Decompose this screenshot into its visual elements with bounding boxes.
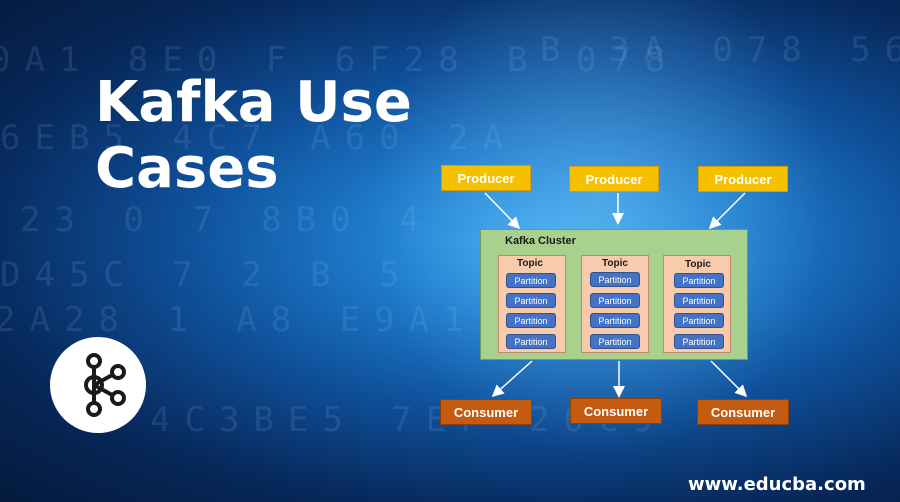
producer-box-2: Producer	[569, 166, 659, 192]
website-url: www.educba.com	[688, 474, 866, 495]
partition-3-3: Partition	[674, 313, 724, 328]
partition-3-4: Partition	[674, 334, 724, 349]
partition-3-2: Partition	[674, 293, 724, 308]
topic-label-2: Topic	[602, 258, 628, 269]
partition-1-4: Partition	[506, 334, 556, 349]
partition-2-4: Partition	[590, 334, 640, 349]
consumer-box-1: Consumer	[440, 399, 532, 425]
arrow-consumer-1	[491, 360, 533, 398]
consumer-box-2: Consumer	[570, 398, 662, 424]
arrow-producer-3	[708, 192, 746, 230]
consumer-box-3: Consumer	[697, 399, 789, 425]
arrow-producer-1	[484, 192, 521, 230]
topic-label-1: Topic	[517, 258, 543, 269]
partition-1-2: Partition	[506, 293, 556, 308]
partition-2-1: Partition	[590, 272, 640, 287]
partition-1-3: Partition	[506, 313, 556, 328]
title-line-2: Cases	[95, 136, 279, 201]
topic-label-3: Topic	[685, 259, 711, 270]
partition-2-3: Partition	[590, 313, 640, 328]
partition-2-2: Partition	[590, 293, 640, 308]
kafka-logo-graphic	[84, 353, 126, 417]
arrow-consumer-3	[710, 360, 748, 398]
background-code-decoration: 2A28 1 A8 E9A12	[0, 300, 513, 340]
partition-3-1: Partition	[674, 273, 724, 288]
page-title: Kafka Use Cases	[95, 70, 412, 202]
background-code-decoration: D45C 7 2 B 5	[0, 255, 414, 295]
title-line-1: Kafka Use	[95, 70, 412, 135]
partition-1-1: Partition	[506, 273, 556, 288]
kafka-cluster-label: Kafka Cluster	[505, 235, 576, 247]
producer-box-3: Producer	[698, 166, 788, 192]
kafka-logo-icon	[50, 337, 146, 433]
background-code-decoration: B 3A 078 56D2 C	[540, 30, 900, 70]
background-code-decoration: 23 0 7 8B0 4	[20, 200, 434, 240]
producer-box-1: Producer	[441, 165, 531, 191]
